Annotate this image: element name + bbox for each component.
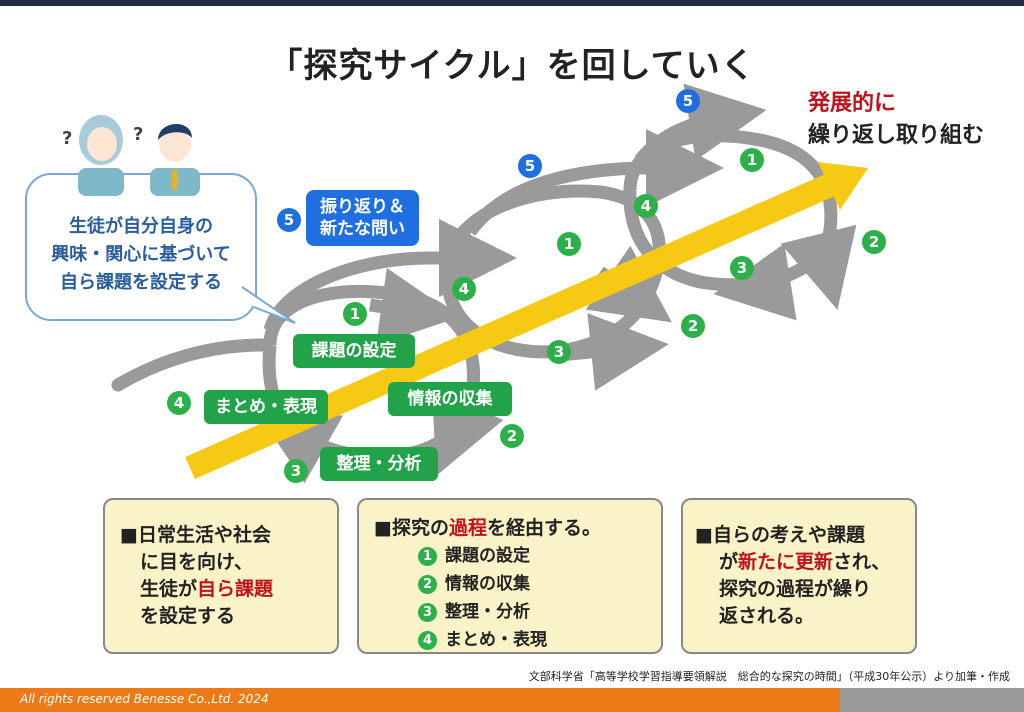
number-badge-3: 3 [730, 256, 754, 280]
box-step-label: 整理・分析 [445, 602, 530, 622]
bubble-text: 生徒が自分自身の 興味・関心に基づいて 自ら課題を設定する [25, 213, 257, 297]
box-line: を設定する [140, 605, 236, 627]
speech-bubble-tail [241, 286, 296, 324]
loop2-bottom-arrow [559, 313, 669, 391]
info-box-right [681, 498, 917, 654]
mini-badge-2: 2 [418, 574, 437, 594]
reflection-line: 振り返り＆ [320, 197, 405, 217]
step-pill-task-setting: 課題の設定 [293, 334, 415, 368]
box-marker: ■ [120, 524, 138, 546]
development-line1: 発展的に [808, 91, 897, 116]
development-arrowhead [818, 162, 868, 210]
question-mark: ? [62, 128, 73, 149]
box-line: が [719, 551, 739, 573]
info-box-middle-text: ■探究の過程を経由する。 1 課題の設定 2 情報の収集 3 整理・分析 4 まとめ・表… [374, 514, 601, 654]
development-label: 発展的に 繰り返し取り組む [808, 88, 984, 152]
number-badge-5: 5 [518, 154, 542, 178]
top-border [0, 0, 1024, 6]
box-line: に目を向け、 [140, 551, 254, 573]
source-citation: 文部科学省「高等学校学習指導要領解説 総合的な探究の時間」（平成30年公示）より… [528, 670, 1010, 683]
bubble-line: 興味・関心に基づいて [51, 244, 231, 265]
reflection-line: 新たな問い [320, 219, 405, 239]
box-line: を経由する。 [486, 517, 601, 539]
boy-face [159, 126, 191, 162]
box-highlight: 新たに更新 [738, 551, 834, 573]
footer-orange [0, 688, 840, 712]
box-line: 生徒が [140, 578, 198, 600]
step-pill-analysis: 整理・分析 [320, 447, 438, 481]
speech-bubble [25, 173, 257, 321]
box-step: 4 まとめ・表現 [374, 626, 601, 654]
number-badge-2: 2 [681, 314, 705, 338]
box-step: 2 情報の収集 [374, 570, 601, 598]
number-badge-2: 2 [500, 424, 524, 448]
step-pill-info-gathering: 情報の収集 [388, 382, 512, 416]
box-line: され、 [833, 551, 891, 573]
copyright-text: All rights reserved Benesse Co.,Ltd. 202… [20, 692, 269, 706]
number-badge-4: 4 [452, 277, 476, 301]
boy-tie [172, 170, 178, 190]
entry-arrow [111, 338, 269, 392]
box-line: 返される。 [719, 605, 815, 627]
exit-arrow [634, 83, 767, 165]
step-pill-summary: まとめ・表現 [204, 390, 328, 424]
box-line: 日常生活や社会 [137, 524, 271, 546]
box-step-label: まとめ・表現 [445, 630, 547, 650]
students-illustration [78, 115, 200, 196]
mini-badge-4: 4 [418, 630, 437, 650]
box-highlight: 自ら課題 [197, 578, 274, 600]
loop1-top-arrow [369, 267, 459, 346]
box-step: 1 課題の設定 [374, 542, 601, 570]
number-badge-1: 1 [740, 148, 764, 172]
girl-body [78, 168, 124, 196]
box-line: 探究の [391, 517, 449, 539]
mini-badge-3: 3 [418, 602, 437, 622]
box-line: 探究の過程が繰り [719, 578, 872, 600]
info-box-right-text: ■自らの考えや課題 が新たに更新され、 探究の過程が繰り 返される。 [695, 522, 890, 630]
number-badge-2: 2 [862, 230, 886, 254]
spiral-23 [464, 129, 724, 236]
number-badge-4: 4 [634, 194, 658, 218]
number-badge-3: 3 [547, 340, 571, 364]
box-line: 自らの考えや課題 [712, 524, 865, 546]
bubble-line: 自ら課題を設定する [60, 272, 222, 293]
question-mark: ? [133, 124, 144, 145]
info-box-left-text: ■日常生活や社会 に目を向け、 生徒が自ら課題 を設定する [120, 522, 273, 630]
box-step-label: 課題の設定 [445, 546, 530, 566]
box-marker: ■ [374, 517, 392, 539]
box-marker: ■ [695, 524, 713, 546]
footer-gray [840, 688, 1024, 712]
box-highlight: 過程 [448, 517, 487, 539]
box-step-label: 情報の収集 [445, 574, 530, 594]
step-pill-reflection: 振り返り＆ 新たな問い [306, 190, 419, 246]
number-badge-1: 1 [557, 232, 581, 256]
footer-bar: All rights reserved Benesse Co.,Ltd. 202… [0, 688, 1024, 712]
number-badge-4: 4 [167, 391, 191, 415]
loop3-bottom-arrow [713, 243, 797, 321]
boy-hair [158, 123, 192, 140]
bubble-line: 生徒が自分自身の [69, 216, 213, 237]
number-badge-5: 5 [277, 208, 301, 232]
page-title: 「探究サイクル」を回していく [268, 46, 756, 86]
number-badge-5: 5 [676, 89, 700, 113]
box-step: 3 整理・分析 [374, 598, 601, 626]
number-badge-3: 3 [284, 459, 308, 483]
girl-face [87, 127, 117, 161]
number-badge-1: 1 [343, 302, 367, 326]
loop3-right-arrow [780, 224, 857, 310]
mini-badge-1: 1 [418, 546, 437, 566]
development-line2: 繰り返し取り組む [808, 123, 985, 148]
info-box-middle [357, 498, 663, 654]
info-box-left [103, 498, 339, 654]
